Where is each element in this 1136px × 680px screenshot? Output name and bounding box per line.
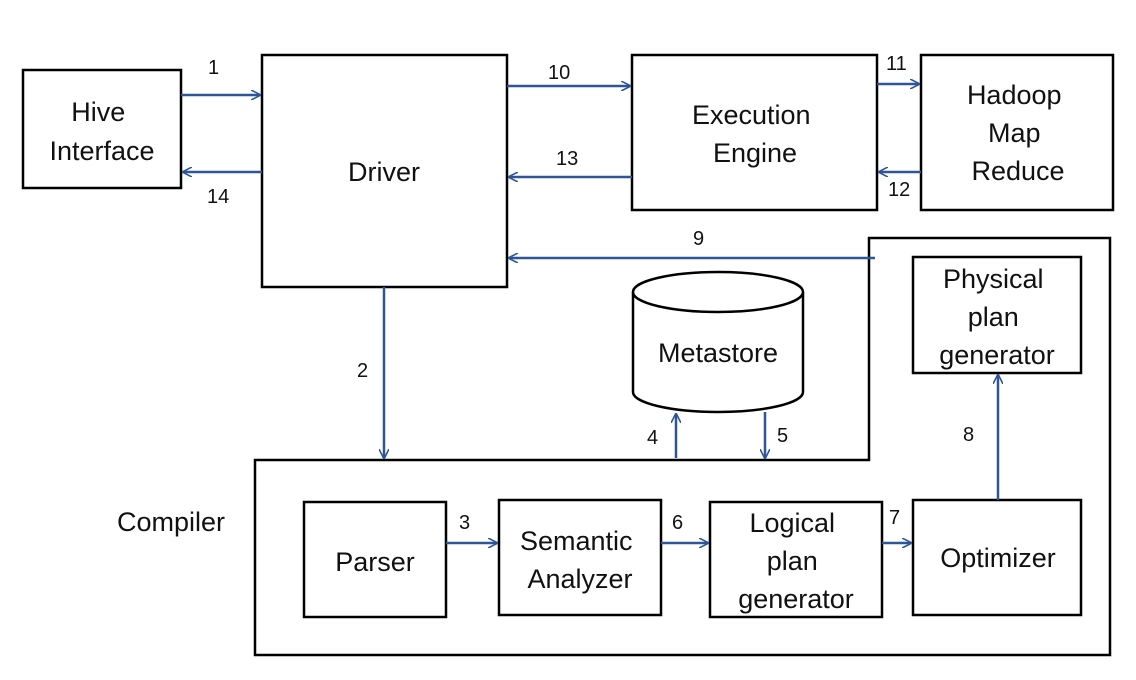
edge-7-label: 7 xyxy=(889,507,900,529)
hive-interface-node: Hive Interface xyxy=(21,68,183,190)
edge-11-label: 11 xyxy=(886,53,907,75)
edge-3-label: 3 xyxy=(459,512,470,534)
svg-text:Parser: Parser xyxy=(335,547,415,577)
svg-text:Metastore: Metastore xyxy=(658,338,778,368)
svg-text:Hive Interface: Hive Interface xyxy=(49,97,154,166)
optimizer-node: Optimizer xyxy=(911,498,1083,617)
driver-node: Driver xyxy=(260,53,509,289)
edge-14-label: 14 xyxy=(207,186,229,208)
svg-text:Driver: Driver xyxy=(348,157,420,187)
edge-5-label: 5 xyxy=(777,425,788,447)
svg-text:Execution Engine: Execution Engine xyxy=(692,100,818,168)
edge-13-label: 13 xyxy=(556,148,578,170)
metastore-node: Metastore xyxy=(631,270,805,414)
svg-text:Hadoop Map Reduce: Hadoop Map Reduce xyxy=(967,80,1069,186)
svg-text:Logical plan gener: Logical plan generator xyxy=(738,508,854,614)
compiler-label: Compiler xyxy=(117,507,225,537)
edge-12-label: 12 xyxy=(888,179,910,201)
edge-10-label: 10 xyxy=(548,62,570,84)
edge-8-label: 8 xyxy=(963,424,974,446)
svg-text:Optimizer: Optimizer xyxy=(940,543,1056,573)
execution-engine-node: Execution Engine xyxy=(630,53,879,212)
hadoop-mapreduce-node: Hadoop Map Reduce xyxy=(919,53,1115,212)
svg-text:Physical plan gene: Physical plan generator xyxy=(939,264,1055,370)
physical-plan-generator-node: Physical plan generator xyxy=(911,255,1083,375)
edge-9-label: 9 xyxy=(693,228,704,250)
edge-6-label: 6 xyxy=(672,512,683,534)
semantic-analyzer-node: Semantic Analyzer xyxy=(497,498,663,617)
edge-1-label: 1 xyxy=(208,57,219,79)
logical-plan-generator-node: Logical plan generator xyxy=(708,500,884,619)
parser-node: Parser xyxy=(302,500,448,619)
edge-2-label: 2 xyxy=(357,360,368,382)
compiler-region xyxy=(253,236,1112,657)
svg-text:Semantic Analyzer: Semantic Analyzer xyxy=(520,526,640,594)
edge-4-label: 4 xyxy=(647,427,658,449)
